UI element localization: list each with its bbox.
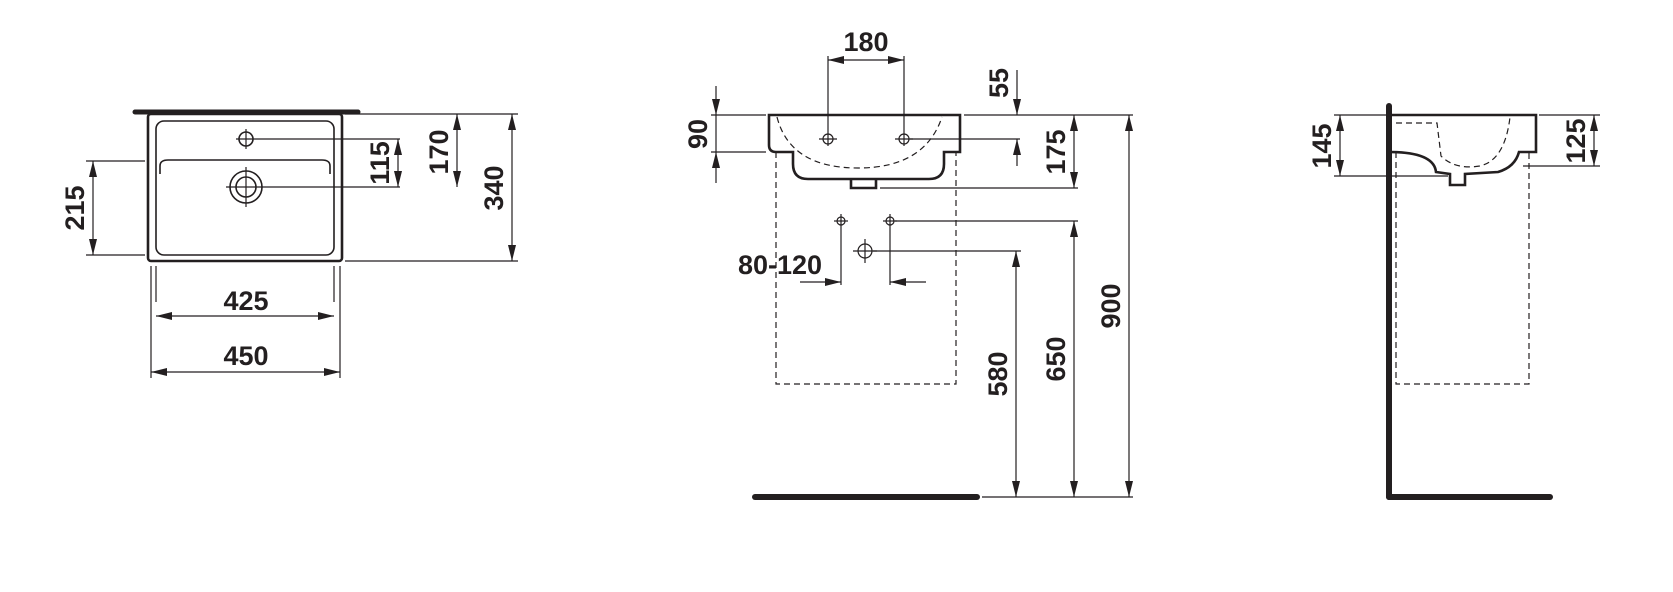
top-view-tap-hole — [236, 129, 256, 149]
dim-145-label: 145 — [1307, 123, 1337, 168]
front-view-extension-lines — [711, 114, 1133, 498]
front-view-basin — [767, 113, 962, 181]
dim-180: 180 — [828, 27, 904, 64]
front-view: 180 55 90 175 80-1 — [683, 27, 1133, 500]
dim-450: 450 — [151, 341, 340, 376]
dim-115: 115 — [365, 139, 402, 187]
dim-175-label: 175 — [1041, 129, 1071, 174]
dim-650-label: 650 — [1041, 336, 1071, 381]
dim-180-label: 180 — [843, 27, 888, 57]
dim-175: 175 — [1041, 115, 1078, 188]
dim-80-120: 80-120 — [738, 250, 926, 286]
top-view: 340 170 115 215 425 — [60, 109, 518, 378]
dim-340: 340 — [479, 114, 516, 261]
dim-55: 55 — [984, 68, 1021, 166]
dim-900: 900 — [1096, 115, 1133, 497]
dim-425-label: 425 — [223, 286, 268, 316]
dim-125: 125 — [1561, 115, 1598, 166]
dim-170-label: 170 — [424, 129, 454, 174]
dim-340-label: 340 — [479, 165, 509, 210]
front-view-tap-hole-left — [819, 56, 837, 146]
side-view-cabinet-hidden — [1395, 152, 1530, 385]
side-view-basin — [1388, 113, 1538, 187]
dim-90: 90 — [683, 86, 720, 183]
front-view-tap-hole-right — [895, 56, 913, 146]
dim-125-label: 125 — [1561, 118, 1591, 163]
dim-215-label: 215 — [60, 185, 90, 230]
top-view-extension-lines — [86, 113, 518, 378]
dim-580: 580 — [983, 251, 1020, 497]
dim-80-120-label: 80-120 — [738, 250, 822, 280]
top-view-drain — [226, 167, 266, 207]
side-view: 145 125 — [1307, 103, 1600, 500]
top-view-ledge-curve — [159, 159, 331, 174]
dim-650: 650 — [1041, 221, 1078, 497]
dim-580-label: 580 — [983, 351, 1013, 396]
top-view-bowl-outline — [155, 120, 335, 256]
dim-145: 145 — [1307, 115, 1344, 176]
front-view-waste-outlet — [849, 179, 878, 190]
front-view-supply-left — [834, 214, 848, 285]
dim-425: 425 — [156, 286, 334, 320]
dim-900-label: 900 — [1096, 283, 1126, 328]
front-view-cabinet-hidden — [775, 152, 957, 385]
side-view-extension-lines — [1334, 114, 1600, 177]
dim-215: 215 — [60, 161, 97, 255]
dim-90-label: 90 — [683, 119, 713, 149]
dim-115-label: 115 — [365, 141, 395, 185]
front-view-bowl-hidden — [776, 116, 943, 169]
dim-55-label: 55 — [984, 68, 1014, 98]
side-view-bowl-hidden — [1396, 116, 1511, 168]
dim-450-label: 450 — [223, 341, 268, 371]
front-view-supply-right — [883, 214, 897, 285]
dim-170: 170 — [424, 114, 461, 187]
